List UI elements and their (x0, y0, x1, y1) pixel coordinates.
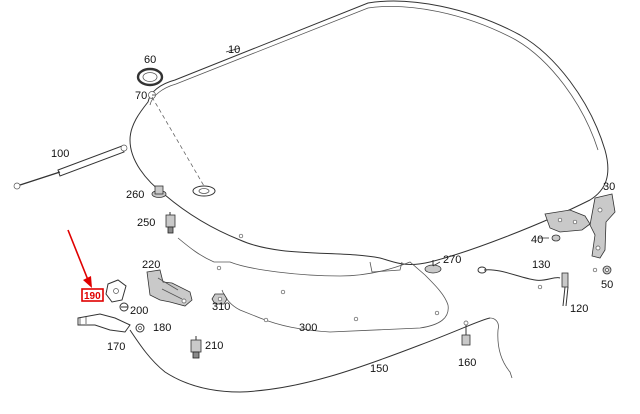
label-160[interactable]: 160 (458, 357, 476, 369)
release-lever-170[interactable] (77, 313, 131, 333)
bump-stop-260[interactable] (151, 185, 167, 198)
hood-inner-frame-300[interactable] (177, 233, 598, 333)
nut-50[interactable] (602, 265, 612, 275)
sensor-cable-130[interactable] (477, 266, 561, 281)
label-210[interactable]: 210 (205, 340, 223, 352)
connector-120[interactable] (561, 272, 569, 307)
hood-latch-bracket-220[interactable] (146, 269, 193, 307)
label-170[interactable]: 170 (107, 341, 125, 353)
switch-250[interactable] (165, 212, 176, 234)
label-130[interactable]: 130 (532, 259, 550, 271)
sensor-160[interactable] (461, 320, 471, 346)
label-10[interactable]: 10 (228, 44, 240, 56)
label-300[interactable]: 300 (299, 322, 317, 334)
label-270[interactable]: 270 (443, 254, 461, 266)
emblem-ring-60[interactable] (136, 67, 164, 87)
label-190[interactable]: 190 (84, 291, 101, 302)
bracket-190[interactable] (105, 279, 127, 303)
hinge-30[interactable] (589, 193, 616, 259)
hinge-bracket-40[interactable] (544, 209, 591, 242)
label-250[interactable]: 250 (137, 217, 155, 229)
label-220[interactable]: 220 (142, 259, 160, 271)
label-200[interactable]: 200 (130, 305, 148, 317)
label-150[interactable]: 150 (370, 363, 388, 375)
hood-panel-10[interactable] (129, 0, 609, 265)
label-180[interactable]: 180 (153, 322, 171, 334)
release-cable-150[interactable] (129, 317, 513, 393)
highlight-arrow (67, 229, 92, 288)
label-50[interactable]: 50 (601, 279, 613, 291)
grommet-270[interactable] (424, 260, 442, 274)
highlight-callout-190[interactable]: 190 (81, 288, 104, 302)
label-260[interactable]: 260 (126, 189, 144, 201)
label-310[interactable]: 310 (212, 301, 230, 313)
nut-310[interactable] (211, 293, 228, 305)
label-120[interactable]: 120 (570, 303, 588, 315)
emblem-mount (192, 185, 216, 197)
label-70[interactable]: 70 (135, 90, 147, 102)
hood-switch-210[interactable] (190, 336, 202, 359)
clip-180[interactable] (135, 323, 145, 333)
gas-strut-100[interactable] (13, 144, 128, 190)
label-60[interactable]: 60 (144, 54, 156, 66)
label-100[interactable]: 100 (51, 148, 69, 160)
label-40[interactable]: 40 (531, 234, 543, 246)
label-30[interactable]: 30 (603, 181, 615, 193)
